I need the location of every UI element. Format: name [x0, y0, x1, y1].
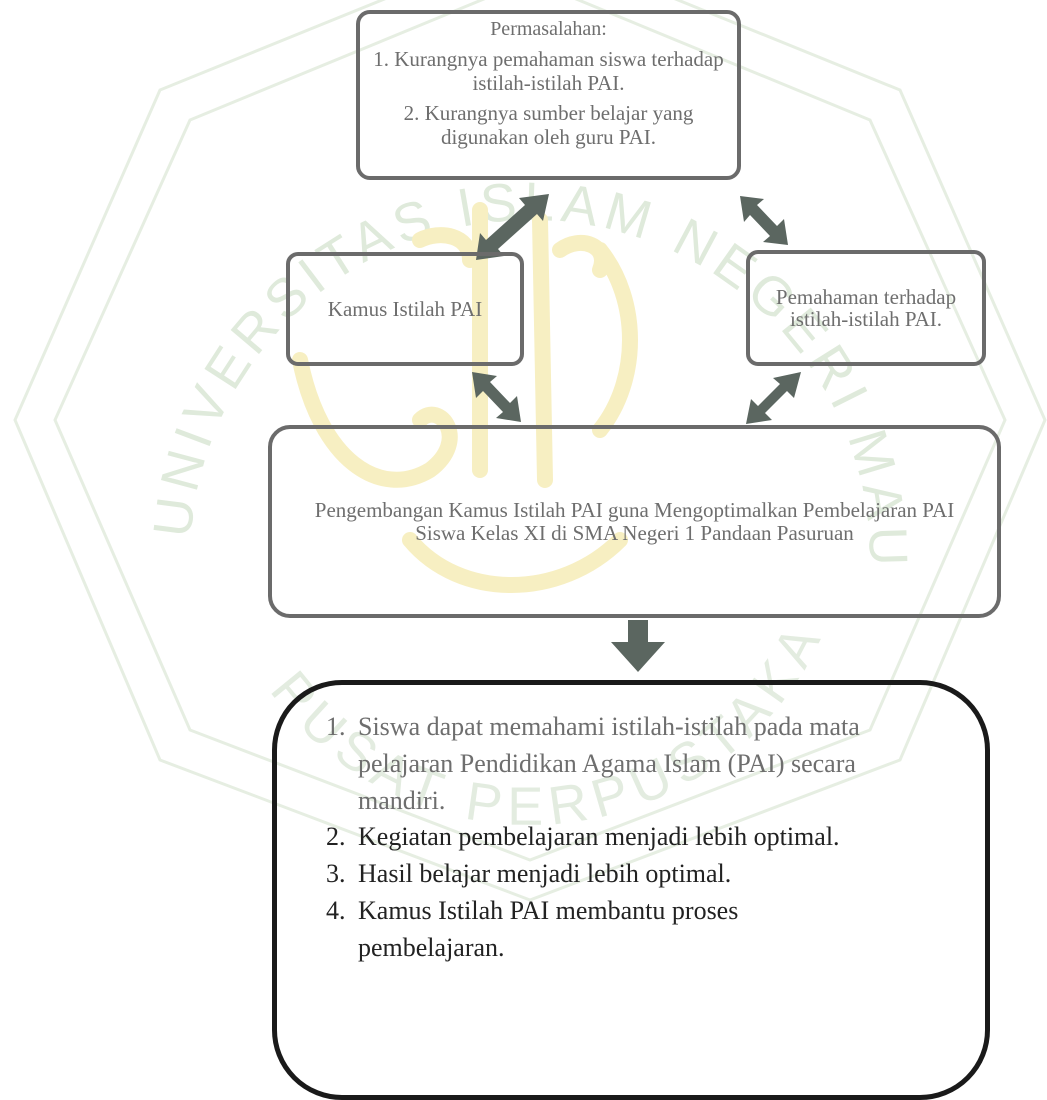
- understanding-label: Pemahaman terhadap istilah-istilah PAI.: [775, 284, 957, 331]
- development-label: Pengembangan Kamus Istilah PAI guna Meng…: [314, 497, 955, 545]
- problem-box: Permasalahan: 1. Kurangnya pemahaman sis…: [356, 10, 741, 180]
- outcome-number: 1.: [326, 712, 346, 741]
- outcome-item: 3. Hasil belajar menjadi lebih optimal.: [326, 855, 886, 892]
- outcome-item: 2. Kegiatan pembelajaran menjadi lebih o…: [326, 818, 886, 855]
- outcome-text: Hasil belajar menjadi lebih optimal.: [358, 858, 732, 888]
- outcome-text: Kamus Istilah PAI membantu proses pembel…: [358, 895, 739, 963]
- dictionary-label: Kamus Istilah PAI: [327, 296, 483, 321]
- outcome-text: Siswa dapat memahami istilah-istilah pad…: [358, 712, 860, 816]
- problem-item-1: 1. Kurangnya pemahaman siswa terhadap is…: [373, 47, 724, 96]
- problem-title: Permasalahan:: [490, 18, 607, 40]
- problem-item-2: 2. Kurangnya sumber belajar yang digunak…: [403, 101, 694, 150]
- development-box: Pengembangan Kamus Istilah PAI guna Meng…: [268, 425, 1001, 618]
- outcome-item: 1. Siswa dapat memahami istilah-istilah …: [326, 708, 886, 820]
- dictionary-box: Kamus Istilah PAI: [286, 252, 524, 366]
- outcome-number: 2.: [326, 821, 346, 851]
- outcome-item: 4. Kamus Istilah PAI membantu proses pem…: [326, 892, 886, 966]
- outcome-list: 1. Siswa dapat memahami istilah-istilah …: [326, 708, 886, 966]
- outcome-text: Kegiatan pembelajaran menjadi lebih opti…: [358, 821, 840, 851]
- outcome-number: 3.: [326, 858, 346, 888]
- outcome-number: 4.: [326, 895, 346, 925]
- understanding-box: Pemahaman terhadap istilah-istilah PAI.: [746, 250, 986, 366]
- seal-octagon-icon: [13, 0, 1047, 902]
